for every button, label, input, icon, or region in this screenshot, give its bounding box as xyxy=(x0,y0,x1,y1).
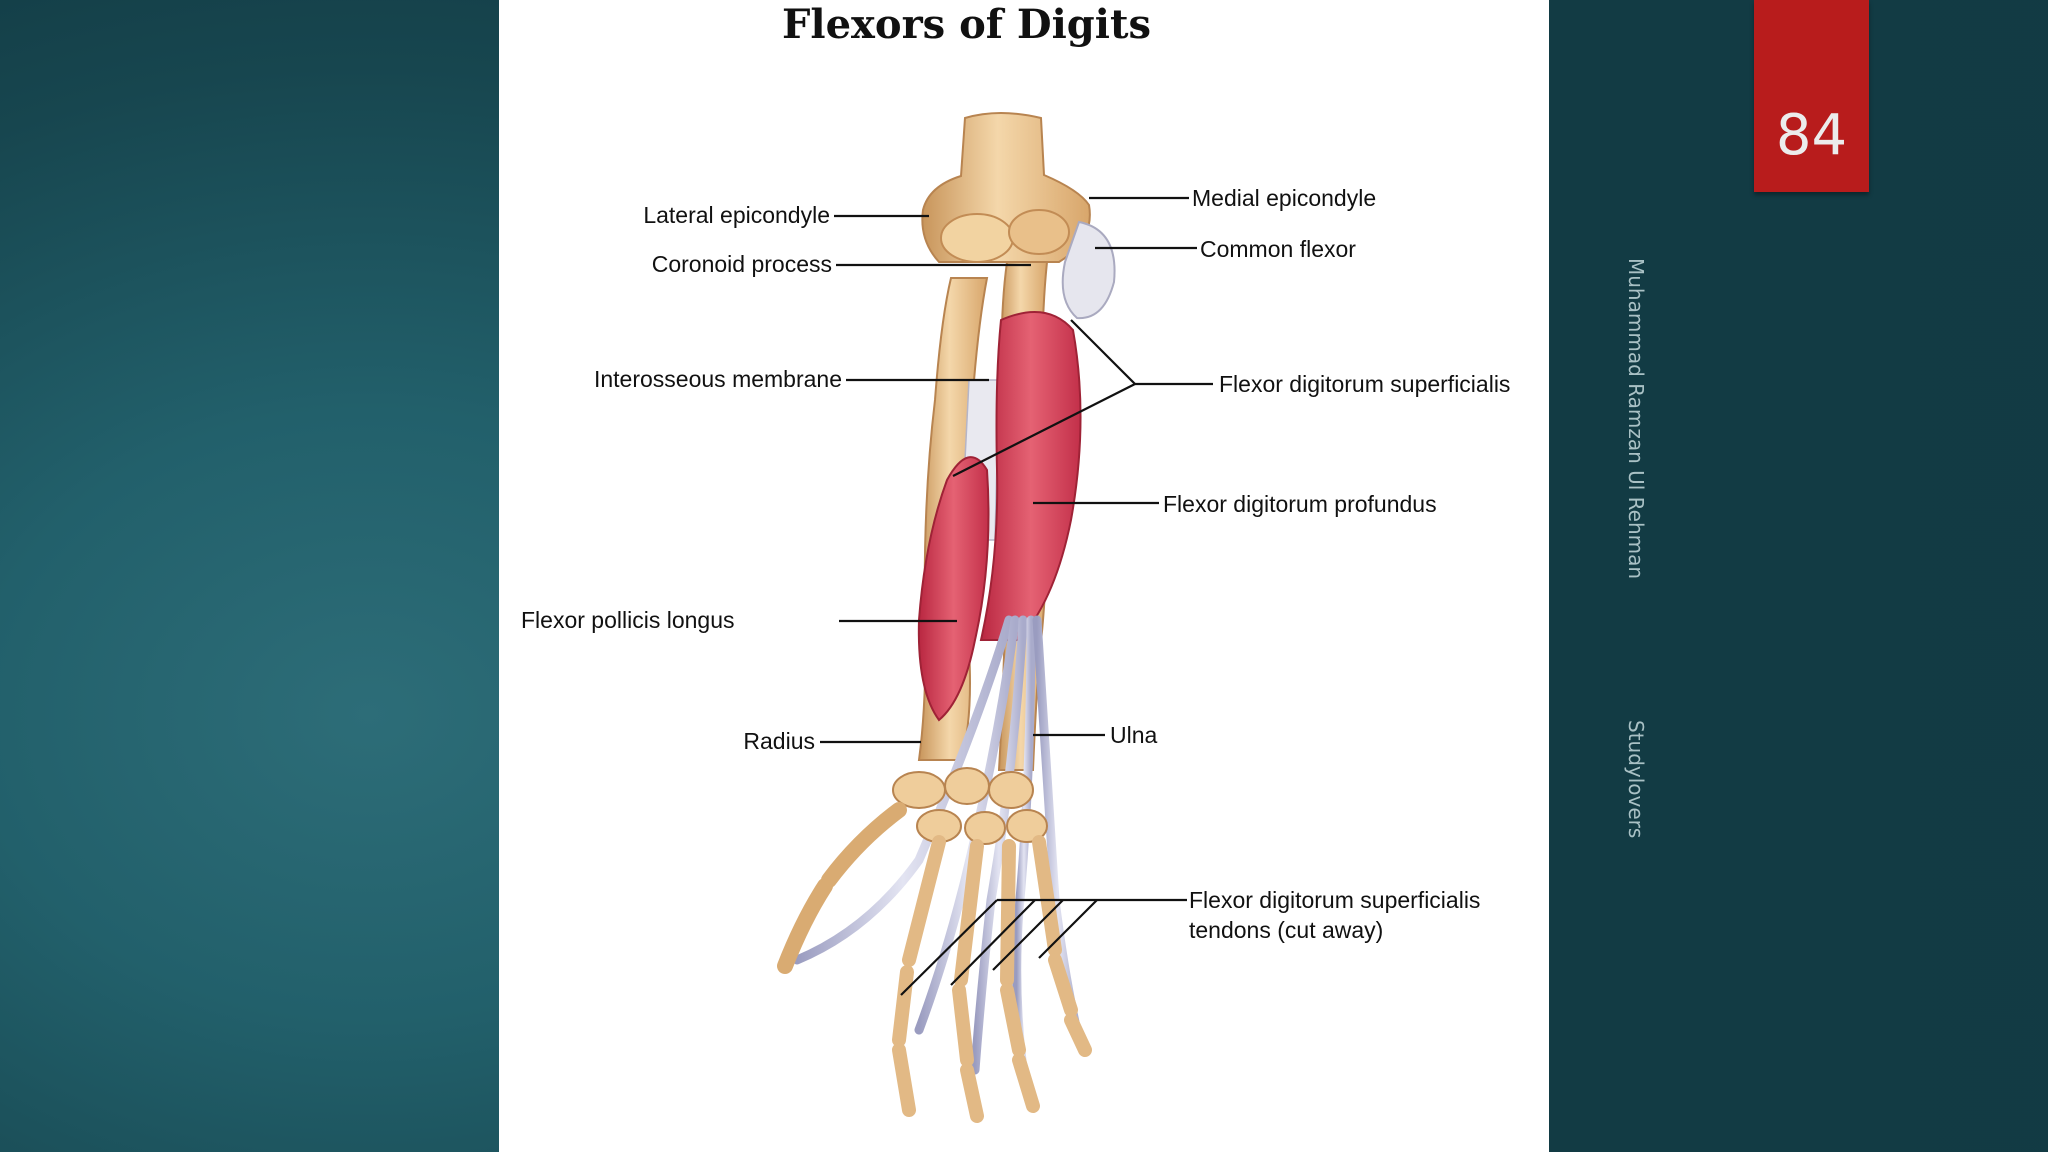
humerus xyxy=(921,112,1091,263)
slide-number: 84 xyxy=(1775,103,1848,168)
label-coronoid-process: Coronoid process xyxy=(651,251,832,277)
common-flexor-origin xyxy=(1061,220,1116,320)
label-medial-epicondyle: Medial epicondyle xyxy=(1192,185,1377,211)
label-flexor-digitorum-profundus: Flexor digitorum profundus xyxy=(1163,491,1437,517)
leader-lines xyxy=(820,196,1213,996)
label-common-flexor: Common flexor xyxy=(1200,236,1356,262)
forearm-illustration xyxy=(777,112,1213,1123)
background-vignette xyxy=(1548,0,2048,1152)
label-ulna: Ulna xyxy=(1110,722,1158,748)
label-fds-tendons-line2: tendons (cut away) xyxy=(1189,917,1384,943)
fdp-muscle xyxy=(979,311,1082,641)
footer-site: Studylovers xyxy=(1624,720,1648,839)
label-radius: Radius xyxy=(743,728,815,754)
label-fds-tendons-line1: Flexor digitorum superficialis xyxy=(1189,887,1481,913)
label-flexor-digitorum-superficialis: Flexor digitorum superficialis xyxy=(1219,371,1511,397)
label-lateral-epicondyle: Lateral epicondyle xyxy=(643,202,830,228)
thumb-bones xyxy=(777,802,907,974)
fpl-muscle xyxy=(917,456,990,722)
diagram-panel: Flexors of Digits xyxy=(499,0,1549,1152)
label-flexor-pollicis-longus: Flexor pollicis longus xyxy=(521,607,735,633)
footer-author: Muhammad Ramzan Ul Rehman xyxy=(1624,258,1648,580)
diagram-title: Flexors of Digits xyxy=(782,1,1151,48)
slide-number-badge: 84 xyxy=(1754,0,1869,192)
carpal-bones xyxy=(892,767,1048,845)
finger-bones xyxy=(892,835,1092,1123)
label-interosseous-membrane: Interosseous membrane xyxy=(593,366,842,392)
